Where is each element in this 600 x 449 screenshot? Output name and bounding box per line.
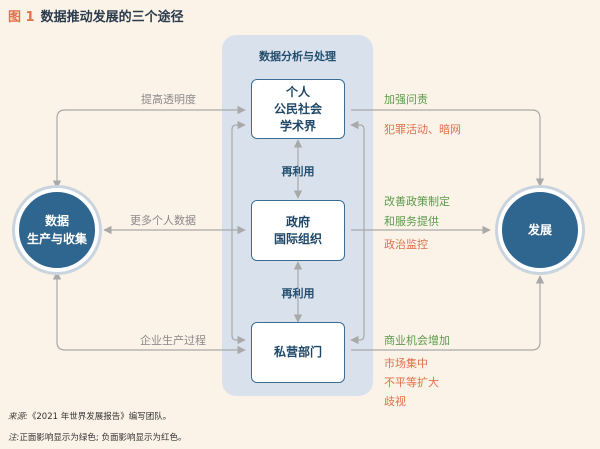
figure-number: 图 1 <box>8 10 35 25</box>
label-business-opportunities: 商业机会增加 <box>384 334 450 347</box>
node-left-line-1: 数据 <box>44 214 69 228</box>
node-data-production: 数据 生产与收集 <box>15 188 99 272</box>
box-middle-line-2: 国际组织 <box>273 231 322 246</box>
box-top-line-1: 个人 <box>285 84 310 99</box>
footer-note-label: 注: <box>8 433 20 443</box>
label-business-processes: 企业生产过程 <box>140 334 206 347</box>
node-right-label: 发展 <box>527 223 552 237</box>
label-crime-darkweb: 犯罪活动、暗网 <box>384 123 461 136</box>
label-inequality: 不平等扩大 <box>384 376 439 389</box>
label-more-personal-data: 更多个人数据 <box>130 214 196 227</box>
footer-note: 注:正面影响显示为绿色; 负面影响显示为红色。 <box>8 431 186 443</box>
footer-source-label: 来源: <box>8 412 28 422</box>
node-left-line-2: 生产与收集 <box>26 232 87 246</box>
arrow-left-top <box>52 105 246 189</box>
arrow-right-top <box>351 109 545 187</box>
reuse-label-upper: 再利用 <box>281 165 315 178</box>
label-policy-line-1: 改善政策制定 <box>384 195 450 208</box>
box-middle-line-1: 政府 <box>285 214 310 229</box>
box-private-sector: 私营部门 <box>251 322 345 383</box>
label-political-surveillance: 政治监控 <box>384 238 428 251</box>
label-policy-line-2: 和服务提供 <box>384 215 439 228</box>
box-government-international-orgs: 政府 国际组织 <box>251 200 345 261</box>
footer-note-text: 正面影响显示为绿色; 负面影响显示为红色。 <box>19 433 187 443</box>
box-top-line-3: 学术界 <box>279 118 316 133</box>
figure-title-text: 数据推动发展的三个途径 <box>40 10 184 25</box>
reuse-label-lower: 再利用 <box>281 287 315 300</box>
loop-left <box>231 120 246 345</box>
box-bottom-line-1: 私营部门 <box>273 345 322 359</box>
arrow-right-bottom <box>351 275 545 351</box>
box-individuals-civil-society-academia: 个人 公民社会 学术界 <box>251 79 345 139</box>
node-development: 发展 <box>498 188 582 272</box>
footer-source-text: 《2021 年世界发展报告》编写团队。 <box>27 412 172 422</box>
box-top-line-2: 公民社会 <box>273 101 322 116</box>
label-accountability: 加强问责 <box>384 93 428 106</box>
label-negative-market: 市场集中 不平等扩大 歧视 <box>384 354 439 411</box>
figure-title: 图 1 数据推动发展的三个途径 <box>8 6 184 25</box>
arrow-left-bottom <box>52 271 246 355</box>
label-policy-services: 改善政策制定 和服务提供 <box>384 192 450 232</box>
label-transparency: 提高透明度 <box>141 93 196 106</box>
panel-title: 数据分析与处理 <box>259 50 336 63</box>
label-discrimination: 歧视 <box>384 395 406 408</box>
loop-right <box>350 120 365 345</box>
footer-source: 来源:《2021 年世界发展报告》编写团队。 <box>8 410 171 422</box>
label-market-concentration: 市场集中 <box>384 357 428 370</box>
